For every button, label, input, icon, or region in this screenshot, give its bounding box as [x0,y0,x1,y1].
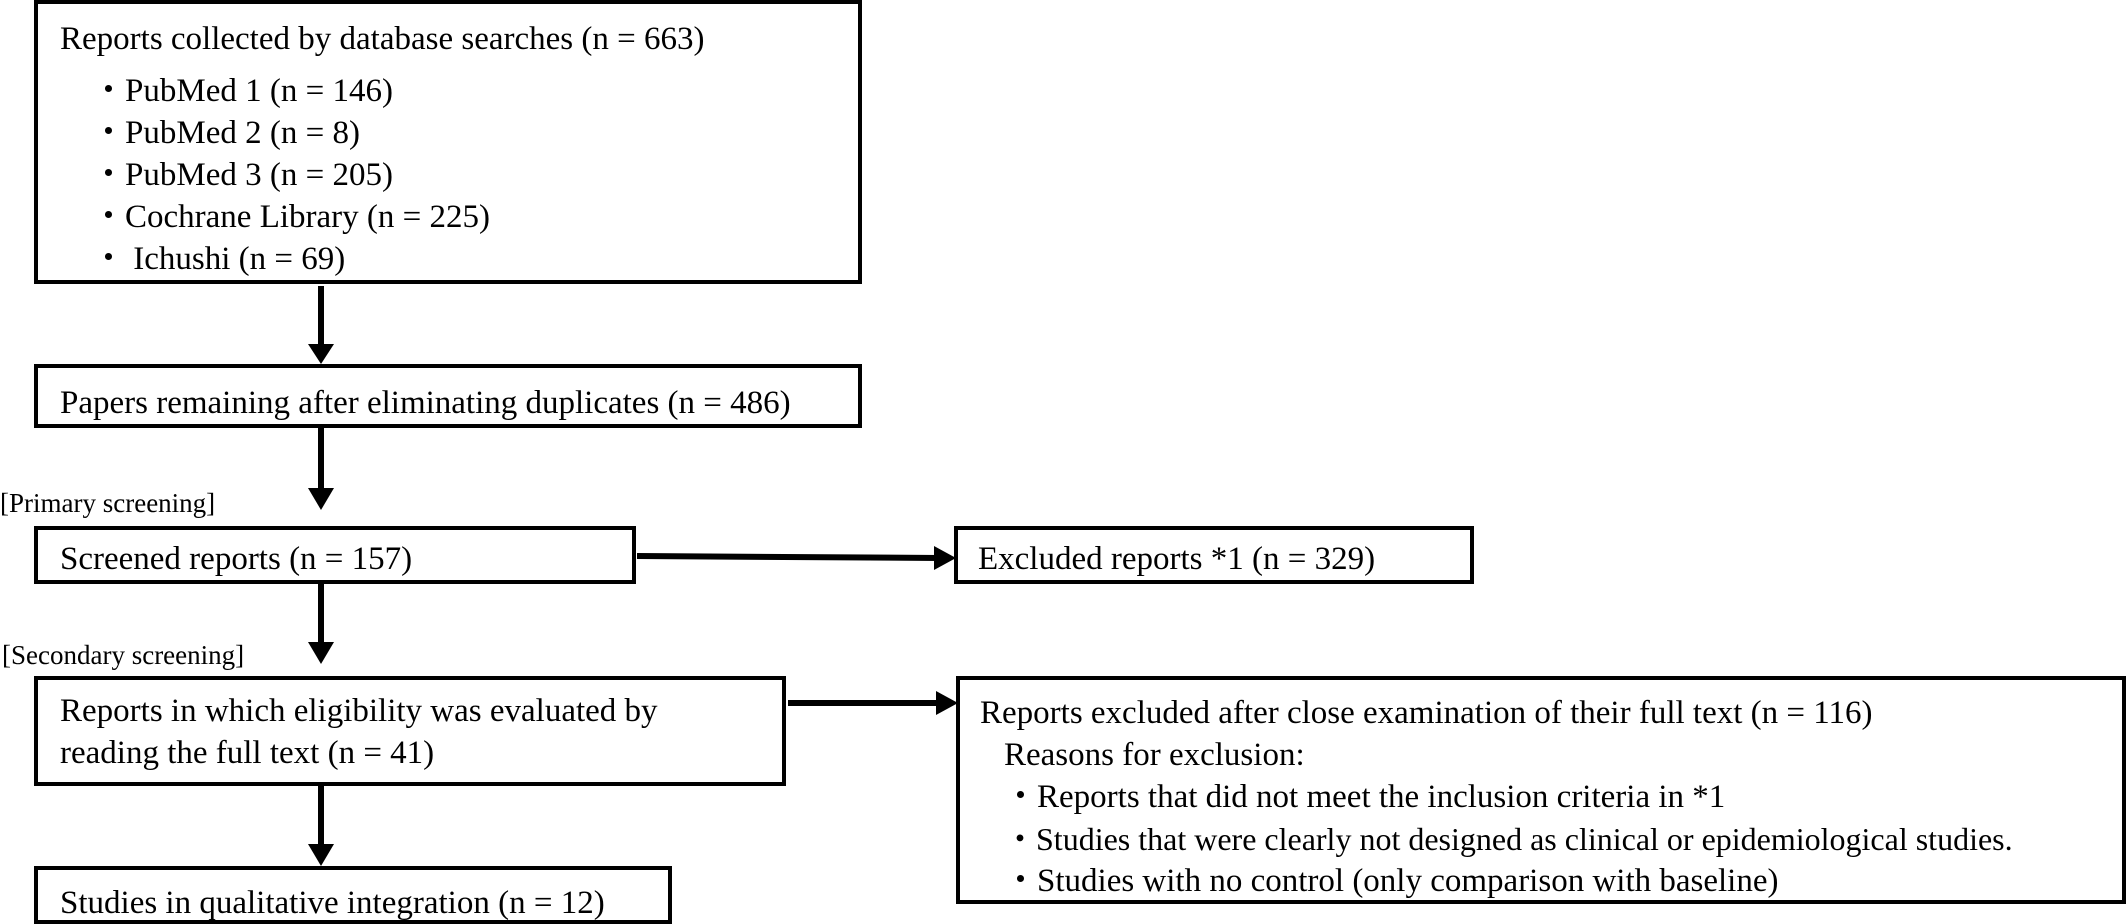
search-item-pubmed-1: ・PubMed 1 (n = 146) [92,73,393,109]
duplicates-text: Papers remaining after eliminating dupli… [60,385,791,421]
qualitative-integration-box: Studies in qualitative integration (n = … [34,866,672,924]
screened-reports-text: Screened reports (n = 157) [60,541,413,577]
qualitative-integration-text: Studies in qualitative integration (n = … [60,885,605,921]
primary-screening-label: [Primary screening] [0,488,216,518]
search-item-pubmed-2: ・PubMed 2 (n = 8) [92,115,360,151]
fulltext-eligibility-box: Reports in which eligibility was evaluat… [34,676,786,786]
duplicates-box: Papers remaining after eliminating dupli… [34,364,862,428]
exclusion-reason-item: ・Studies with no control (only compariso… [1004,863,1779,899]
arrow-screened-to-excluded [636,546,956,570]
secondary-screening-label: [Secondary screening] [2,640,245,670]
search-item-pubmed-3: ・PubMed 3 (n = 205) [92,157,393,193]
arrow-screened-to-fulltext [308,584,334,664]
fulltext-excluded-title: Reports excluded after close examination… [980,695,1873,731]
search-item-ichushi: ・ Ichushi (n = 69) [92,241,346,277]
excluded-reports-box: Excluded reports *1 (n = 329) [954,526,1474,584]
exclusion-reason-item: ・Reports that did not meet the inclusion… [1004,779,1726,815]
fulltext-line-2: reading the full text (n = 41) [60,735,435,771]
arrow-search-to-duplicates [308,286,334,364]
search-item-cochrane: ・Cochrane Library (n = 225) [92,199,490,235]
exclusion-reason-item: ・Studies that were clearly not designed … [1004,821,2013,857]
search-title: Reports collected by database searches (… [60,21,705,57]
exclusion-reasons-heading: Reasons for exclusion: [1004,737,1305,773]
arrow-fulltext-to-integration [308,786,334,866]
screened-reports-box: Screened reports (n = 157) [34,526,636,584]
arrow-fulltext-to-excluded [788,691,958,715]
database-search-box: Reports collected by database searches (… [34,0,862,284]
excluded-reports-text: Excluded reports *1 (n = 329) [978,541,1376,577]
fulltext-excluded-box: Reports excluded after close examination… [956,676,2126,904]
fulltext-line-1: Reports in which eligibility was evaluat… [60,693,658,729]
arrow-duplicates-to-screened [308,428,334,510]
